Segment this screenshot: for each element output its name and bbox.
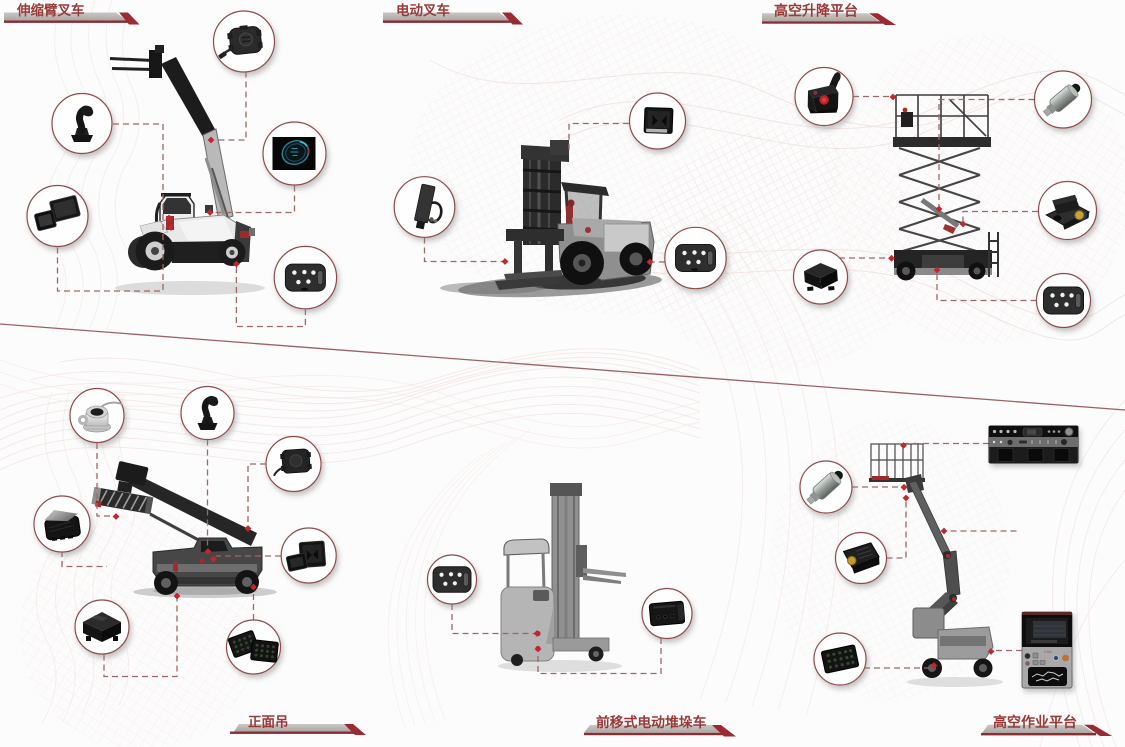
svg-text:正面吊: 正面吊 — [248, 715, 289, 730]
svg-text:高空升降平台: 高空升降平台 — [774, 3, 858, 19]
svg-text:CAN: CAN — [1044, 650, 1052, 654]
svg-text:前移式电动堆垛车: 前移式电动堆垛车 — [596, 714, 707, 730]
svg-text:高空作业平台: 高空作业平台 — [993, 714, 1077, 730]
svg-text:电动叉车: 电动叉车 — [396, 2, 450, 18]
svg-text:伸缩臂叉车: 伸缩臂叉车 — [16, 2, 85, 18]
